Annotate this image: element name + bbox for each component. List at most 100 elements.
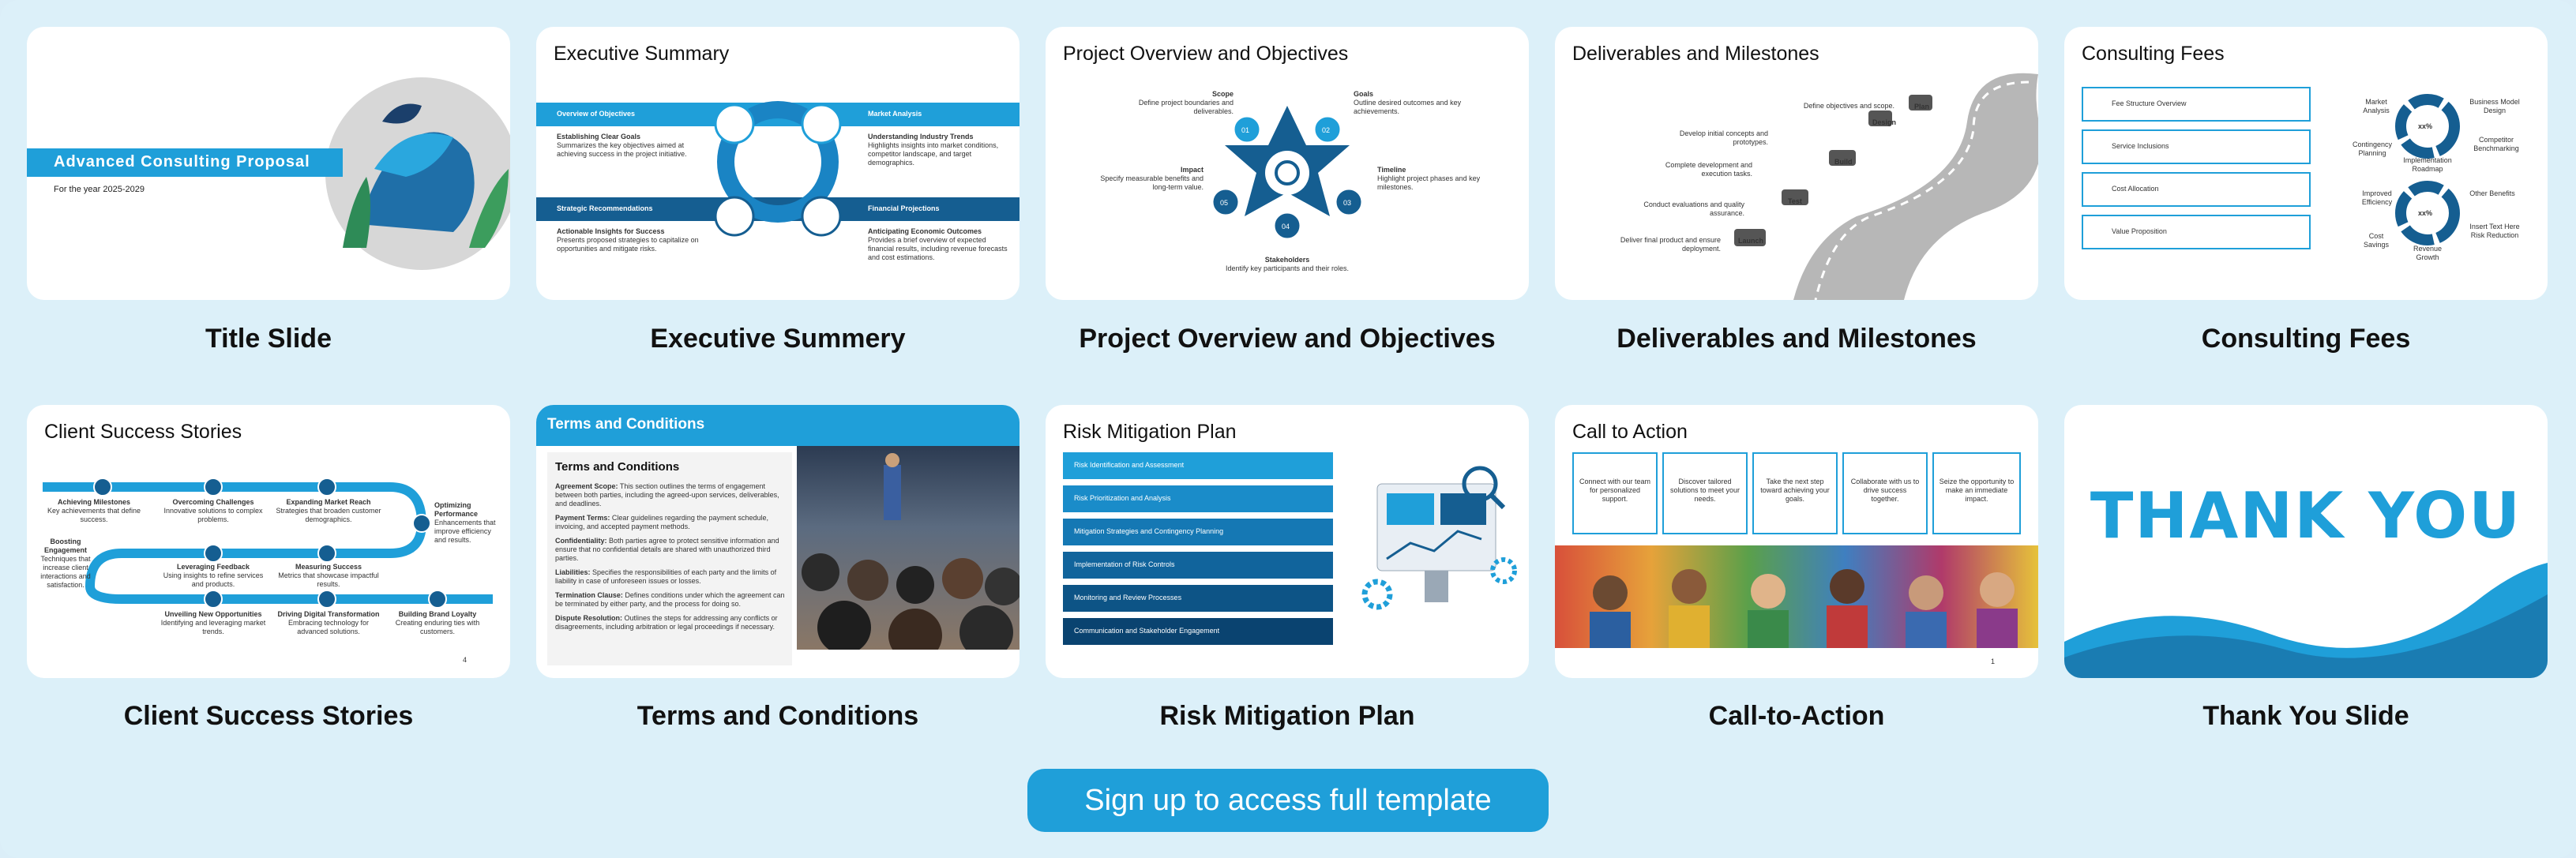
terms-p1-head: Agreement Scope: [555,482,618,490]
overview-num-1: 01 [1241,126,1250,134]
call-box: Take the next step toward achieving your… [1752,452,1838,534]
slide-thumbnail-title[interactable]: Advanced Consulting Proposal For the yea… [27,27,510,300]
story-3-text: Strategies that broaden customer demogra… [276,507,381,523]
overview-num-5: 05 [1220,199,1229,207]
overview-stake-head: Stakeholders [1264,256,1310,264]
risk-item-label: Implementation of Risk Controls [1074,560,1175,568]
fees-item-label: Service Inclusions [2112,142,2169,150]
fees-list: Fee Structure Overview Service Inclusion… [2082,87,2311,249]
overview-num-3: 03 [1343,199,1352,207]
overview-timeline-head: Timeline [1377,166,1406,174]
terms-banner: Terms and Conditions [536,405,1020,446]
story-1-text: Key achievements that define success. [47,507,141,523]
fees-d2-label: Insert Text Here Risk Reduction [2469,223,2520,239]
story-5-head: Boosting Engagement [43,538,87,554]
story-6-head: Leveraging Feedback [176,563,250,571]
slide-thumbnail-deliverables[interactable]: Deliverables and Milestones Plan Design … [1555,27,2038,300]
deliverables-plan-label: Plan [1914,103,1930,111]
risk-item: Implementation of Risk Controls [1063,552,1333,579]
slide-thumbnail-overview[interactable]: Project Overview and Objectives 01 02 03… [1046,27,1529,300]
deliverables-test-label: Test [1788,197,1802,205]
stories-path [43,478,493,609]
fees-item: Service Inclusions [2082,129,2311,164]
fees-heading: Consulting Fees [2082,43,2225,65]
overview-scope-text: Define project boundaries and deliverabl… [1138,99,1234,115]
terms-p5-head: Termination Clause: [555,591,623,599]
fees-item: Value Proposition [2082,215,2311,249]
fees-donut-1-value: xx% [2418,122,2433,130]
fees-donuts [2395,94,2460,245]
exec-q2-text: Highlights insights into market conditio… [868,141,999,167]
caption-risk: Risk Mitigation Plan [1159,701,1415,731]
call-page-number: 1 [1991,658,1996,665]
fees-d1-label: Market Analysis [2363,98,2390,114]
deliverables-plan-text: Define objectives and scope. [1803,102,1894,110]
fees-d1-label: Competitor Benchmarking [2473,136,2519,152]
fees-d1-label: Implementation Roadmap [2403,156,2452,173]
terms-p5-text: Defines conditions under which the agree… [555,591,785,608]
call-box: Connect with our team for personalized s… [1572,452,1658,534]
fees-item-label: Cost Allocation [2112,185,2159,193]
story-7-head: Measuring Success [295,563,362,571]
deliverables-launch-text: Deliver final product and ensure deploym… [1620,236,1721,253]
caption-stories: Client Success Stories [123,701,414,731]
risk-item-label: Risk Prioritization and Analysis [1074,494,1171,502]
sign-up-button[interactable]: Sign up to access full template [1027,769,1549,832]
exec-q1-title: Overview of Objectives [557,110,636,118]
exec-q3-head: Actionable Insights for Success [557,227,665,235]
story-7-text: Metrics that showcase impactful results. [278,571,379,588]
fees-item: Fee Structure Overview [2082,87,2311,122]
slide-thumbnail-risk[interactable]: Risk Mitigation Plan Risk Identification… [1046,405,1529,678]
risk-item-label: Mitigation Strategies and Contingency Pl… [1074,527,1224,535]
caption-thanks: Thank You Slide [2202,701,2409,731]
caption-terms: Terms and Conditions [636,701,919,731]
overview-goals-text: Outline desired outcomes and key achieve… [1354,99,1462,115]
story-10-head: Building Brand Loyalty [398,610,477,618]
call-box: Discover tailored solutions to meet your… [1662,452,1748,534]
fees-item-label: Fee Structure Overview [2112,99,2187,107]
overview-scope-head: Scope [1211,90,1234,98]
story-10-text: Creating enduring ties with customers. [395,619,480,635]
fees-donut-2-value: xx% [2418,209,2433,217]
deliverables-heading: Deliverables and Milestones [1572,43,1819,65]
overview-impact-text: Specify measurable benefits and long-ter… [1100,174,1204,191]
slide-thumbnail-terms[interactable]: Terms and Conditions Terms and Condition… [536,405,1020,678]
risk-item: Risk Prioritization and Analysis [1063,485,1333,512]
overview-star [1211,106,1364,241]
exec-q4-title: Financial Projections [868,204,940,212]
story-9-text: Embracing technology for advanced soluti… [287,619,370,635]
thanks-wave [2064,563,2548,678]
slide-thumbnail-fees[interactable]: Consulting Fees Fee Structure Overview S… [2064,27,2548,300]
slide-thumbnail-call[interactable]: Call to Action Connect with our team for… [1555,405,2038,678]
exec-heading: Executive Summary [554,43,730,65]
overview-stake-text: Identify key participants and their role… [1225,264,1350,272]
fees-d2-label: Cost Savings [2363,232,2390,249]
overview-impact-head: Impact [1180,166,1204,174]
caption-call: Call-to-Action [1708,701,1885,731]
slide-thumbnail-thanks[interactable]: THANK YOU [2064,405,2548,678]
terms-p3-head: Confidentiality: [555,537,607,545]
story-8-text: Identifying and leveraging market trends… [160,619,266,635]
slide-thumbnail-executive[interactable]: Executive Summary Overview of Objectives… [536,27,1020,300]
overview-heading: Project Overview and Objectives [1063,43,1349,65]
fees-d2-label: Improved Efficiency [2361,189,2393,206]
fees-d1-label: Business Model Design [2469,98,2520,114]
exec-ring [536,101,1020,237]
terms-banner-text: Terms and Conditions [547,416,705,433]
slide-thumbnail-stories[interactable]: Client Success Stories Achieving Milesto… [27,405,510,678]
deliverables-design-text: Develop initial concepts and prototypes. [1679,129,1768,146]
caption-fees: Consulting Fees [2201,324,2411,354]
exec-q1-text: Summarizes the key objectives aimed at a… [557,141,687,158]
fees-item: Cost Allocation [2082,172,2311,207]
terms-p2-head: Payment Terms: [555,514,610,522]
story-4-text: Enhancements that improve efficiency and… [434,519,496,544]
overview-num-4: 04 [1282,223,1290,230]
story-2-head: Overcoming Challenges [172,498,254,506]
overview-timeline-text: Highlight project phases and key milesto… [1377,174,1481,191]
title-subtitle: For the year 2025-2029 [54,185,145,194]
exec-q2-title: Market Analysis [868,110,922,118]
exec-q2-head: Understanding Industry Trends [868,133,974,141]
story-6-text: Using insights to refine services and pr… [163,571,264,588]
terms-panel [547,452,792,665]
deliverables-road [1734,73,2038,300]
